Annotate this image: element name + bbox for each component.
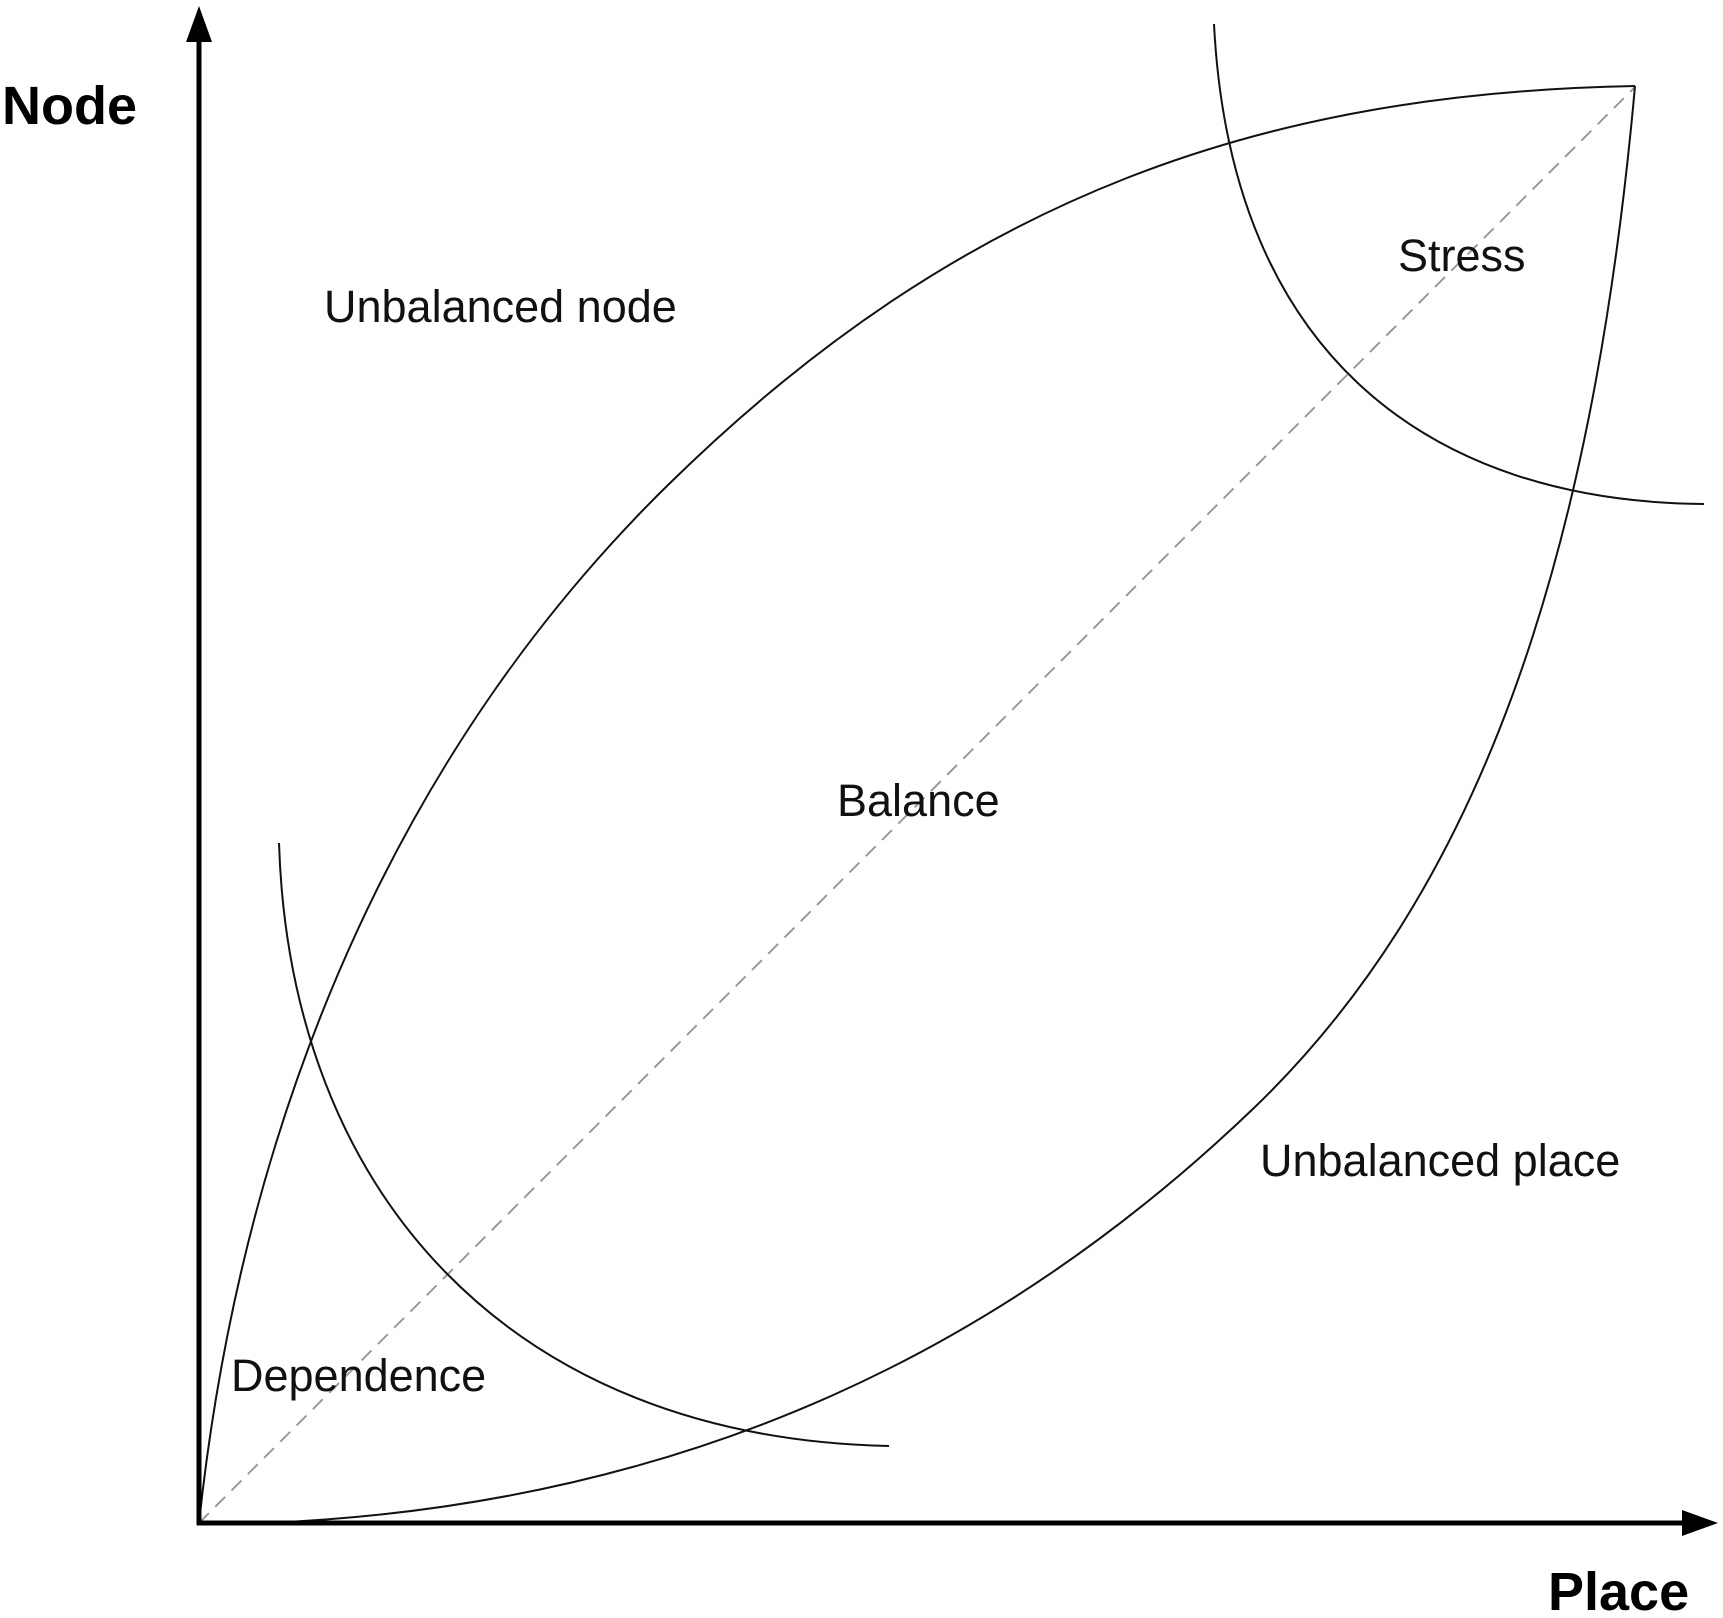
y-axis-label: Node bbox=[2, 76, 137, 136]
dependence-arc bbox=[278, 842, 890, 1447]
upper-boundary-curve bbox=[198, 85, 1636, 1524]
region-label-dependence: Dependence bbox=[231, 1350, 486, 1401]
x-axis-label: Place bbox=[1548, 1562, 1689, 1618]
region-label-unbalanced-place: Unbalanced place bbox=[1260, 1135, 1620, 1186]
region-label-stress: Stress bbox=[1398, 230, 1526, 281]
lower-boundary-curve bbox=[265, 85, 1636, 1524]
y-axis-arrow-icon bbox=[186, 6, 212, 42]
balance-diagonal bbox=[198, 86, 1636, 1524]
stress-arc bbox=[1213, 23, 1705, 505]
region-label-unbalanced-node: Unbalanced node bbox=[324, 281, 677, 332]
x-axis-arrow-icon bbox=[1682, 1510, 1718, 1536]
region-label-balance: Balance bbox=[837, 775, 1000, 826]
